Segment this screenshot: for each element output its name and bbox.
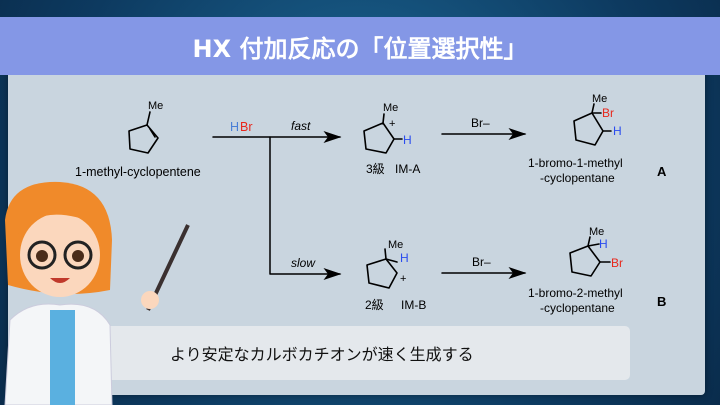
summary-text: より安定なカルボカチオンが速く生成する <box>170 345 474 364</box>
slow-label: slow <box>291 256 316 270</box>
im-b-structure <box>366 248 398 289</box>
im-a-me: Me <box>383 102 398 114</box>
reagent-br: Br <box>240 120 253 134</box>
im-b-grade: 2級 <box>365 298 384 312</box>
product-a-name-2: -cyclopentane <box>540 171 615 185</box>
reactant-me: Me <box>148 100 163 112</box>
im-b-me: Me <box>388 239 403 251</box>
im-a-structure <box>363 113 403 154</box>
product-a-br: Br <box>602 106 614 120</box>
im-a-label: IM-A <box>395 162 420 176</box>
reactant-name: 1-methyl-cyclopentene <box>75 165 201 179</box>
product-b-me: Me <box>589 226 604 238</box>
nucleophile-b: Br– <box>472 255 491 269</box>
summary-note: より安定なカルボカチオンが速く生成する <box>105 326 630 380</box>
im-b-charge: + <box>400 273 406 285</box>
product-b-h: H <box>599 237 608 251</box>
product-b-name-2: -cyclopentane <box>540 301 615 315</box>
im-b-label: IM-B <box>401 298 426 312</box>
product-a-h: H <box>613 124 622 138</box>
product-b-name-1: 1-bromo-2-methyl <box>528 286 623 300</box>
slow-arrow <box>269 136 342 280</box>
product-a-letter: A <box>657 164 667 179</box>
teacher-illustration <box>4 181 190 405</box>
fast-label: fast <box>291 119 311 133</box>
im-a-grade: 3級 <box>366 162 385 176</box>
im-a-charge: + <box>389 118 395 130</box>
product-b-letter: B <box>657 294 666 309</box>
nucleophile-a: Br– <box>471 116 490 130</box>
title-banner: HX 付加反応の「位置選択性」 <box>0 17 720 75</box>
page-title: HX 付加反応の「位置選択性」 <box>192 34 528 63</box>
im-b-h: H <box>400 251 409 265</box>
product-b-br: Br <box>611 256 623 270</box>
product-a-name-1: 1-bromo-1-methyl <box>528 156 623 170</box>
im-a-h: H <box>403 133 412 147</box>
product-b-structure <box>569 236 611 277</box>
reagent-h: H <box>230 120 239 134</box>
product-a-structure <box>573 103 612 146</box>
reactant-structure <box>128 111 159 154</box>
product-a-me: Me <box>592 93 607 105</box>
